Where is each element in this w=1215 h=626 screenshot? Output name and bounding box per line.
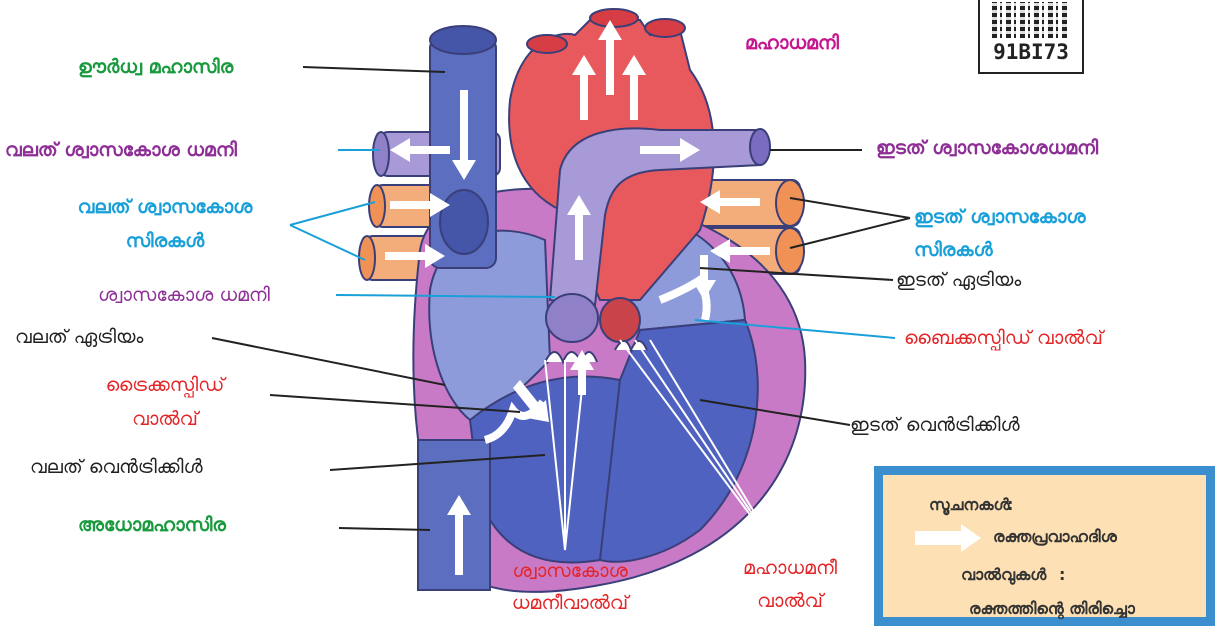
- legend-arrow-meaning: രക്തപ്രവാഹദിശ: [993, 527, 1117, 547]
- label-pulmonary-artery: ശ്വാസകോശ ധമനി: [98, 280, 270, 310]
- label-left-pulmonary-artery: ഇടത് ശ്വാസകോശധമനി: [876, 133, 1098, 163]
- legend-valves-meaning: രക്തത്തിന്റെ തിരിച്ചൊ: [969, 599, 1135, 619]
- label-aortic-valve-line1: മഹാധമനീ: [720, 553, 860, 583]
- qr-code-id: 91BI73: [980, 40, 1082, 64]
- qr-code-icon: [992, 2, 1070, 38]
- label-bicuspid-valve: ബൈക്കസ്പിഡ് വാൽവ്: [904, 323, 1103, 353]
- label-right-pulmonary-veins-line2: സിരകൾ: [40, 226, 290, 256]
- label-tricuspid-valve-line2: വാൽവ്: [60, 404, 270, 434]
- label-left-ventricle: ഇടത് വെൻട്രിക്കിൾ: [850, 410, 1020, 440]
- label-tricuspid-valve-line1: ട്രൈക്കസ്പിഡ്: [60, 370, 270, 400]
- label-left-pulmonary-veins-line2: സിരകൾ: [914, 235, 993, 265]
- label-right-pulmonary-artery: വലത് ശ്വാസകോശ ധമനി: [5, 135, 237, 165]
- flow-direction-arrow-icon: [913, 523, 983, 553]
- qr-code-box[interactable]: 91BI73: [978, 0, 1084, 74]
- legend-title-colon: :: [1007, 495, 1013, 514]
- label-right-ventricle: വലത് വെൻട്രിക്കിൾ: [30, 452, 203, 482]
- label-left-pulmonary-veins-line1: ഇടത് ശ്വാസകോശ: [914, 202, 1086, 232]
- legend-valves-colon: :: [1059, 565, 1065, 584]
- label-pulmonary-valve-line2: ധമനീവാൽവ്: [485, 588, 655, 618]
- label-aorta: മഹാധമനി: [745, 28, 839, 58]
- label-right-pulmonary-veins-line1: വലത് ശ്വാസകോശ: [40, 192, 290, 222]
- label-inferior-vena-cava: അധോമഹാസിര: [78, 510, 226, 540]
- label-superior-vena-cava: ഊർധ്വ മഹാസിര: [78, 52, 233, 82]
- label-pulmonary-valve-line1: ശ്വാസകോശ: [485, 556, 655, 586]
- left-pulmonary-artery-end: [750, 129, 770, 165]
- label-left-atrium: ഇടത് ഏട്രിയം: [896, 265, 1021, 295]
- label-right-atrium: വലത് ഏട്രിയം: [15, 322, 143, 352]
- legend-box: സൂചനകൾ : രക്തപ്രവാഹദിശ വാൽവുകൾ : രക്തത്ത…: [874, 466, 1215, 626]
- legend-title: സൂചനകൾ: [929, 495, 1010, 515]
- label-aortic-valve-line2: വാൽവ്: [720, 586, 860, 616]
- legend-valves: വാൽവുകൾ: [961, 565, 1046, 585]
